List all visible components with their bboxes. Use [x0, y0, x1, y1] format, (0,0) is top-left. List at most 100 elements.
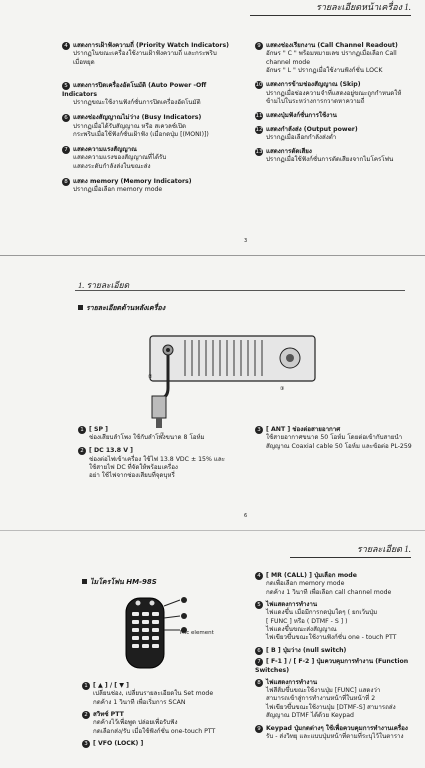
list-item: 1[ ▲ ] / [ ▼ ]เปลี่ยนช่อง, เปลี่ยนรายละเ…	[82, 682, 250, 707]
section-heading: 1. รายละเอียด	[78, 280, 130, 290]
section-rule	[75, 290, 405, 291]
item-line: ปรากฏเมื่อใช้ฟังก์ชั่นการตัดเสียงจากไมโค…	[266, 156, 394, 164]
item-line: ปรากฏในขณะเครื่องใช้งานเฝ้าฟังความถี่ แล…	[73, 50, 217, 58]
item-number-badge: 5	[255, 600, 263, 609]
list-item: 1[ SP ]ช่องเสียบลำโพง ใช้กับลำโพงขนาด 8 …	[78, 426, 248, 443]
item-title: [ VFO (LOCK) ]	[93, 739, 144, 747]
item-line: ใช้สายไฟ DC ที่จัดให้พร้อมเครื่อง	[89, 464, 178, 471]
item-number-badge: 3	[82, 739, 90, 748]
item-number-badge: 4	[62, 42, 70, 50]
item-title: สวิทซ์ PTT	[93, 710, 124, 718]
item-line: กดเลือกส่ง/รับ เมื่อใช้ฟังก์ชั่น one-tou…	[93, 727, 216, 735]
item-number-badge: 12	[255, 125, 263, 134]
item-number-badge: 1	[82, 682, 90, 690]
item-title: แสดงการเฝ้าฟังความถี่ (Priority Watch In…	[73, 42, 229, 49]
item-line: ปรากฏเมื่อช่องความจำที่แสดงอยู่ขณะถูกกำห…	[266, 89, 402, 97]
list-item: 2[ DC 13.8 V ]ช่องต่อไฟเข้าเครื่อง ใช้ไฟ…	[78, 447, 248, 481]
item-number-badge: 5	[62, 82, 70, 91]
item-line: สัญญาณ Coaxial cable 50 โอห์ม และข้อต่อ …	[266, 442, 412, 450]
item-title: แสดงการข้ามช่องสัญญาณ (Skip)	[266, 81, 361, 89]
item-line: อักษร " L " ปรากฏเมื่อใช้งานฟังก์ชั่น LO…	[266, 67, 383, 75]
bullet-square-icon	[78, 305, 83, 310]
item-title: Keypad ปุ่มกดต่างๆ ใช้เพื่อควบคุมการทำงา…	[266, 724, 408, 732]
list-item: 7[ F-1 ] / [ F-2 ] ปุ่มควบคุมการทำงาน (F…	[255, 658, 417, 675]
item-line: แสดงระดับกำลังส่งในขณะส่ง	[73, 162, 151, 170]
item-line: ไฟเขียวขึ้นขณะใช้งานปุ่ม [DTMF-S] สามารถ…	[266, 703, 396, 711]
item-number-badge: 8	[62, 177, 70, 186]
item-line: ช่องต่อไฟเข้าเครื่อง ใช้ไฟ 13.8 VDC ± 15…	[89, 455, 225, 463]
item-title: [ MR (CALL) ] ปุ่มเลือก mode	[266, 572, 357, 579]
item-number-badge: 4	[255, 572, 263, 580]
page-divider	[0, 530, 425, 531]
item-number-badge: 9	[255, 42, 263, 50]
item-title: [ B ] ปุ่มว่าง (null switch)	[266, 646, 347, 654]
item-title: [ SP ]	[89, 426, 108, 433]
page-rear-panel-details: 1. รายละเอียด รายละเอียดด้านหลังเครื่อง …	[0, 258, 425, 528]
item-title: แสดงช่องสัญญาณไม่ว่าง (Busy Indicators)	[73, 114, 202, 122]
item-title: [ DC 13.8 V ]	[89, 447, 134, 455]
item-line: สัญญาณ DTMF ได้ด้วย Keypad	[266, 712, 354, 720]
bullet-square-icon	[82, 579, 87, 584]
item-line: เมื่อหยุด	[73, 58, 95, 66]
item-title: แสดงการตัดเสียง	[266, 148, 312, 155]
item-line: ใช้สายอากาศขนาด 50 โอห์ม โดยต่อเข้ากับสา…	[266, 434, 403, 442]
item-line: กดค้าง 1 วินาที เพื่อเลือก call channel …	[266, 588, 392, 596]
item-line: ไฟแดงขึ้นขณะส่งสัญญาณ	[266, 626, 337, 634]
list-item: 6[ B ] ปุ่มว่าง (null switch)	[255, 646, 417, 655]
item-number-badge: 2	[82, 710, 90, 719]
item-line: กดเพื่อเลือก memory mode	[266, 580, 345, 588]
svg-text:②: ②	[148, 374, 153, 380]
item-title: แสดงการปิดเครื่องอัตโนมัติ (Auto Power -…	[62, 82, 207, 98]
item-line: สามารถเข้าสู่การทำงานหน้าที่ในหน้าที่ 2	[266, 695, 376, 703]
subsection-heading: รายละเอียดด้านหลังเครื่อง	[78, 303, 165, 314]
item-title: [ ▲ ] / [ ▼ ]	[93, 682, 130, 689]
item-number-badge: 11	[255, 112, 263, 121]
mic-element-label: Mic element	[180, 630, 214, 636]
page-header: รายละเอียด 1.	[290, 542, 411, 558]
item-line: เปลี่ยนช่อง, เปลี่ยนรายละเอียดใน Set mod…	[93, 690, 214, 698]
item-title: แสดงปุ่มฟังก์ชั่นการใช้งาน	[266, 112, 337, 120]
item-line: ข้ามไปในระหว่างการกวาดหาความถี่	[266, 98, 365, 106]
page-number: 3	[244, 238, 248, 244]
page-number: 6	[244, 513, 248, 519]
item-line: ปรากฏขณะใช้งานฟังก์ชั่นการปิดเครื่องอัตโ…	[73, 99, 201, 107]
item-line: อักษร " C " พร้อมหมายเลข ปรากฏเมื่อเลือก…	[266, 50, 397, 58]
item-number-badge: 7	[62, 146, 70, 154]
item-number-badge: 13	[255, 148, 263, 156]
item-title: แสดงช่องเรียกงาน (Call Channel Readout)	[266, 42, 398, 49]
item-line: [ FUNC ] หรือ ( DTMF - S ] )	[266, 617, 348, 625]
page-header: รายละเอียดหน้าเครื่อง 1.	[250, 0, 411, 16]
item-line: ไฟแดงขึ้น เมื่อมีการกดปุ่มใดๆ ( ยกเว้นปุ…	[266, 609, 378, 617]
item-number-badge: 3	[255, 426, 263, 434]
item-line: channel mode	[266, 58, 310, 66]
item-number-badge: 9	[255, 724, 263, 733]
item-title: ไฟแสดงการทำงาน	[266, 600, 318, 608]
item-title: แสดง memory (Memory Indicators)	[73, 177, 192, 185]
item-title: แสดงกำลังส่ง (Output power)	[266, 125, 358, 133]
item-number-badge: 8	[255, 678, 263, 687]
item-line: อย่า ใช้ไฟจากซ่องเสียบที่จุดบุหรี่	[89, 472, 175, 480]
item-line: ปรากฏเมื่อเลือกกำลังส่งต่ำ	[266, 134, 337, 142]
item-line: กระพริบเมื่อใช้ฟังก์ชั่นเฝ้าฟัง (เมื่อกด…	[73, 131, 209, 138]
item-title: ไฟแสดงการทำงาน	[266, 678, 318, 686]
item-title: [ F-1 ] / [ F-2 ] ปุ่มควบคุมการทำงาน (Fu…	[255, 658, 409, 674]
item-number-badge: 10	[255, 81, 263, 90]
svg-text:①: ①	[160, 432, 165, 438]
item-line: รับ - ส่งวิทยุ และแบบปุ่มหน้าที่ตามที่ระ…	[266, 733, 404, 740]
